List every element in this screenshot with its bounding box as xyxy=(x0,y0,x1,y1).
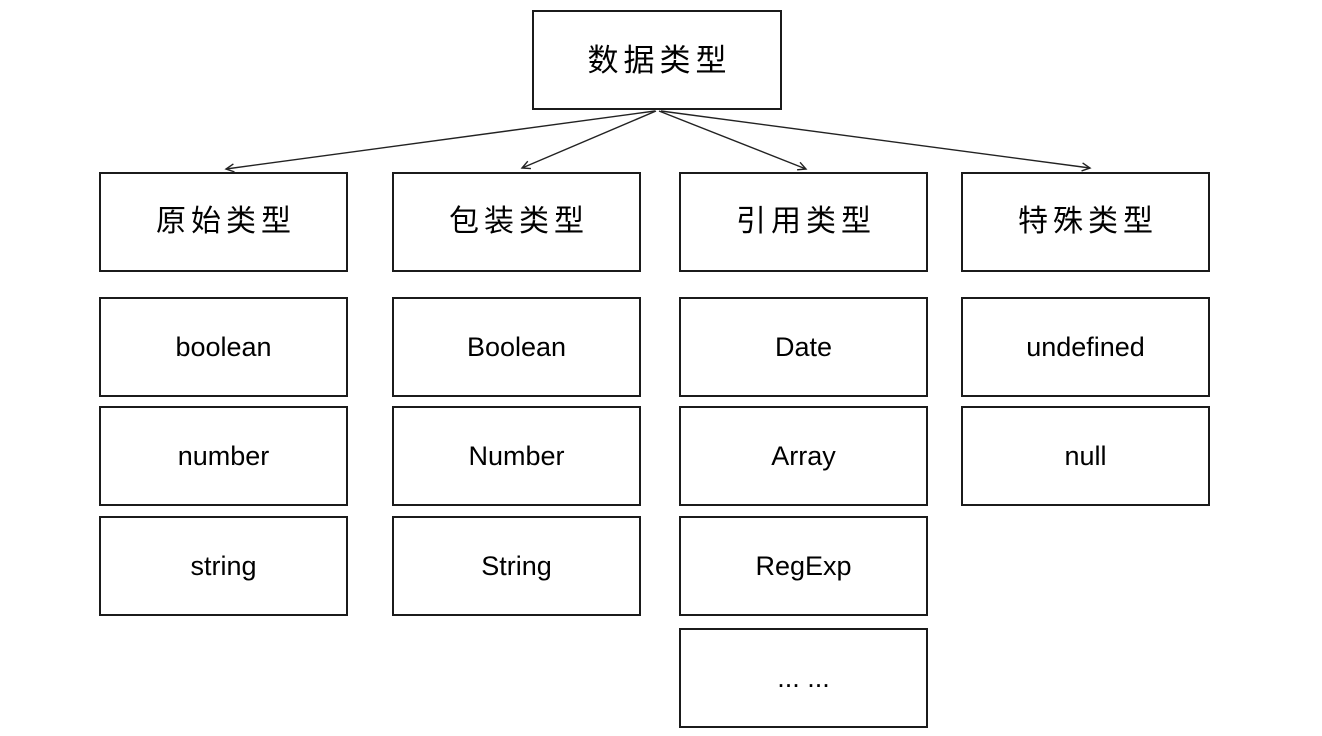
node-special-types-header: 特殊类型 xyxy=(961,172,1210,272)
node-data-types: 数据类型 xyxy=(532,10,782,110)
node-string-wrapper: String xyxy=(392,516,641,616)
node-wrapper-types-header: 包装类型 xyxy=(392,172,641,272)
node-undefined: undefined xyxy=(961,297,1210,397)
node-number: number xyxy=(99,406,348,506)
arrow-to-reference-types xyxy=(658,110,808,171)
node-array: Array xyxy=(679,406,928,506)
node-string: string xyxy=(99,516,348,616)
node-boolean-wrapper: Boolean xyxy=(392,297,641,397)
arrow-to-special-types xyxy=(660,110,1092,172)
arrow-to-primitive-types xyxy=(224,110,656,173)
node-boolean: boolean xyxy=(99,297,348,397)
node-regexp: RegExp xyxy=(679,516,928,616)
arrow-to-wrapper-types xyxy=(520,110,657,170)
node-date: Date xyxy=(679,297,928,397)
node-ellipsis: ... ... xyxy=(679,628,928,728)
node-reference-types-header: 引用类型 xyxy=(679,172,928,272)
node-number-wrapper: Number xyxy=(392,406,641,506)
node-primitive-types-header: 原始类型 xyxy=(99,172,348,272)
node-null: null xyxy=(961,406,1210,506)
